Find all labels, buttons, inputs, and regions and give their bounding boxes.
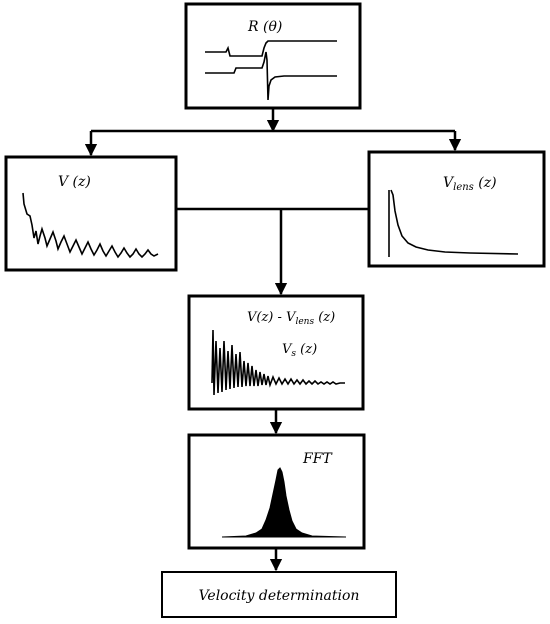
v-z-curve — [22, 192, 159, 259]
reflectance-curve-lower — [205, 51, 337, 101]
box-fft: FFT — [187, 433, 366, 550]
box-velocity: Velocity determination — [161, 571, 397, 618]
fft-peak — [221, 467, 347, 538]
box-reflectance: R (θ) — [184, 2, 362, 110]
difference-title: V(z) - Vlens (z) — [247, 310, 335, 327]
reflectance-title: R (θ) — [247, 19, 282, 35]
reflectance-curve-upper — [205, 40, 337, 57]
box-difference: V(z) - Vlens (z) Vs (z) — [187, 294, 365, 411]
velocity-title: Velocity determination — [199, 588, 360, 604]
difference-subtitle: Vs (z) — [282, 342, 317, 359]
box-v-z: V (z) — [4, 155, 178, 272]
box-v-lens: Vlens (z) — [367, 150, 546, 268]
v-lens-title: Vlens (z) — [443, 175, 497, 193]
fft-title: FFT — [302, 451, 333, 467]
v-z-title: V (z) — [58, 174, 91, 190]
difference-curve — [211, 329, 345, 396]
v-lens-curve — [390, 189, 519, 255]
